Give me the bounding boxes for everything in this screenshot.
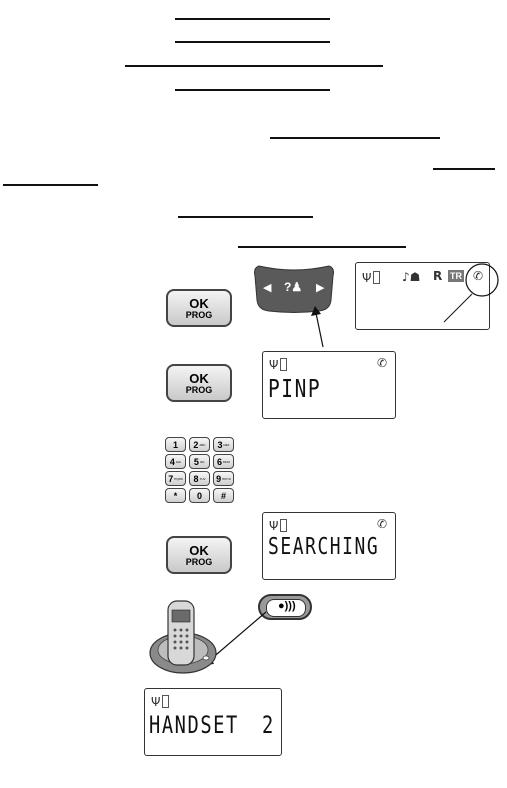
keypad-digit: 7 — [168, 473, 174, 484]
signal-icon: Ψ — [269, 358, 279, 372]
keypad-key-1[interactable]: 1 — [165, 437, 186, 452]
ok-label: OK — [189, 542, 209, 558]
redacted-line-5 — [270, 137, 440, 139]
prog-label: PROG — [185, 309, 213, 320]
keypad-letters: DEF — [223, 442, 230, 447]
ok-label: OK — [189, 370, 209, 386]
redacted-line-1 — [175, 18, 330, 20]
keypad-digit: 1 — [172, 439, 178, 450]
phonebook-icon: ?♟ — [284, 280, 303, 294]
battery-icon — [373, 271, 380, 284]
paging-icon: ●))) — [278, 600, 296, 612]
redacted-line-8 — [178, 216, 313, 218]
keypad-digit: 9 — [216, 473, 222, 484]
page-button-inner: ●))) — [266, 599, 306, 617]
keypad-key-0[interactable]: 0 — [189, 488, 210, 503]
redacted-line-4 — [175, 89, 330, 91]
keypad-digit: 8 — [193, 473, 199, 484]
keypad-digit: 2 — [193, 439, 199, 450]
keypad-digit: 4 — [169, 456, 175, 467]
call-forward-icon: ✆ — [473, 269, 484, 283]
ok-label: OK — [189, 295, 209, 311]
lcd-number: 2 — [262, 711, 275, 739]
music-lock-icon: ♪☗ — [402, 270, 421, 284]
keypad-digit: 5 — [193, 456, 199, 467]
page-button[interactable]: ●))) — [258, 594, 312, 620]
keypad-letters: TUV — [199, 476, 206, 481]
keypad-letters: ABC — [199, 442, 206, 447]
nav-key-shape — [254, 265, 334, 313]
call-forward-icon: ✆ — [377, 356, 388, 370]
redacted-line-7 — [3, 184, 98, 186]
lcd-text: HANDSET — [149, 711, 239, 739]
display-pin: Ψ ✆ PINP — [262, 351, 396, 419]
tr-badge: TR — [448, 270, 464, 282]
nav-left-icon: ◀ — [263, 282, 272, 294]
redacted-line-9 — [238, 246, 406, 248]
battery-icon — [280, 519, 287, 532]
keypad-letters: GHI — [175, 459, 182, 464]
signal-icon: Ψ — [362, 271, 372, 285]
prog-label: PROG — [185, 384, 213, 395]
ok-prog-button-1[interactable]: OK PROG — [166, 289, 232, 327]
keypad-key-star[interactable]: * — [165, 488, 186, 503]
ok-prog-button-3[interactable]: OK PROG — [166, 536, 232, 574]
keypad-digit: 6 — [216, 456, 222, 467]
pointer-arrow-1 — [311, 306, 324, 348]
redacted-line-2 — [175, 41, 330, 43]
keypad-letters: MNO — [223, 459, 230, 464]
redacted-line-3 — [125, 65, 383, 67]
keypad-letters: PQRS — [174, 476, 183, 481]
lcd-text: SEARCHING — [268, 534, 380, 560]
display-handset: Ψ HANDSET 2 — [144, 688, 282, 756]
keypad-digit: 0 — [196, 490, 202, 501]
battery-icon — [280, 358, 287, 371]
call-forward-icon: ✆ — [377, 517, 388, 531]
nav-right-icon: ▶ — [316, 282, 325, 294]
keypad-letters: WXYZ — [222, 476, 231, 481]
keypad-letters: JKL — [199, 459, 206, 464]
redacted-line-6 — [433, 168, 495, 170]
keypad-digit: 3 — [217, 439, 223, 450]
display-searching: Ψ ✆ SEARCHING — [262, 512, 396, 580]
keypad-key-hash[interactable]: # — [213, 488, 234, 503]
display-idle: Ψ ♪☗ R TR ✆ — [355, 262, 490, 330]
prog-label: PROG — [185, 556, 213, 567]
r-label: R — [433, 269, 443, 283]
keypad-digit: # — [220, 490, 226, 501]
keypad-digit: * — [173, 490, 178, 501]
signal-icon: Ψ — [151, 695, 161, 709]
ok-prog-button-2[interactable]: OK PROG — [166, 364, 232, 402]
lcd-text: PINP — [268, 374, 322, 403]
signal-icon: Ψ — [269, 519, 279, 533]
battery-icon — [162, 695, 169, 708]
highlight-circle — [443, 263, 499, 323]
nav-key[interactable]: ◀ ?♟ ▶ — [253, 264, 335, 314]
base-station-shape — [149, 600, 217, 674]
base-station — [148, 598, 218, 676]
